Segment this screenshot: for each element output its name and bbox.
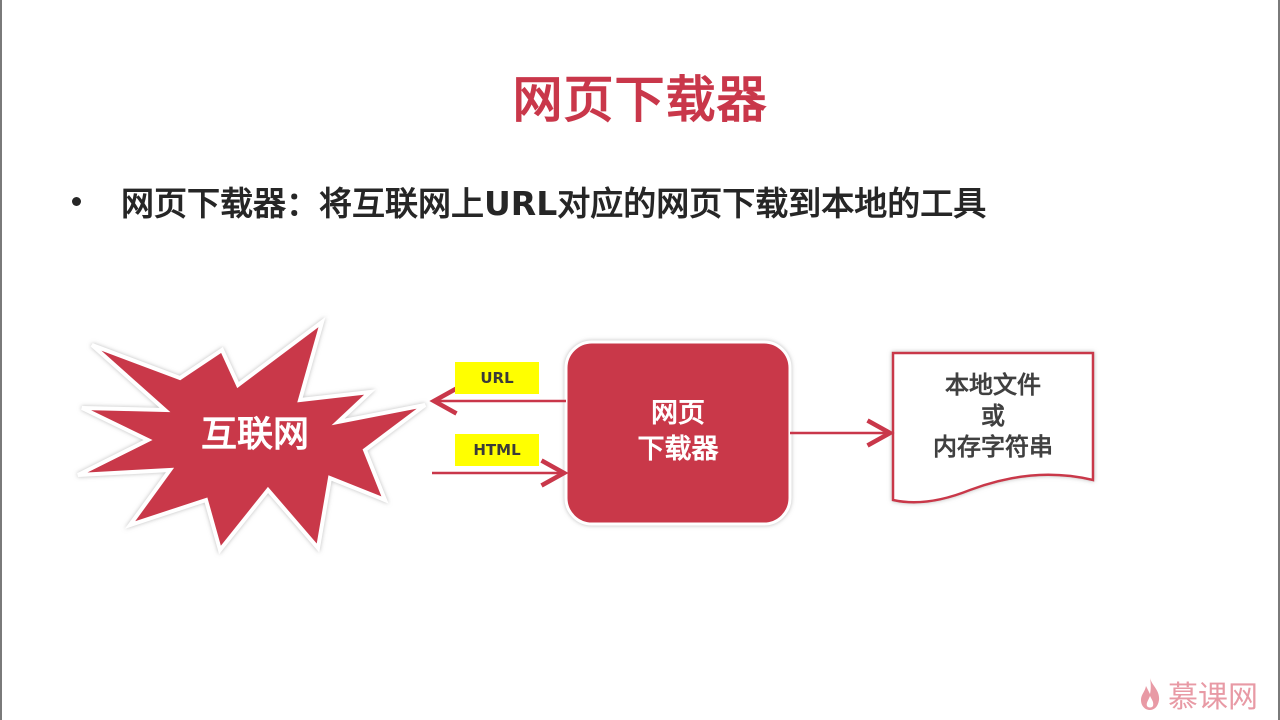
internet-label: 互联网 xyxy=(200,414,309,455)
html-tag: HTML xyxy=(455,434,539,466)
output-document-shape xyxy=(891,351,1095,504)
output-label-line1: 本地文件 xyxy=(945,371,1041,399)
bullet-dot-icon xyxy=(72,196,81,206)
flame-icon xyxy=(1141,678,1160,710)
bullet-text: 网页下载器：将互联网上URL对应的网页下载到本地的工具 xyxy=(121,184,987,223)
downloader-label-line1: 网页 xyxy=(651,398,705,429)
internet-burst-shape xyxy=(77,316,427,555)
bullet-item: 网页下载器：将互联网上URL对应的网页下载到本地的工具 xyxy=(72,176,986,226)
slide-title: 网页下载器 xyxy=(512,71,768,129)
slide-right-border xyxy=(1278,0,1280,720)
output-label-line3: 内存字符串 xyxy=(933,433,1053,461)
watermark-text: 慕课网 xyxy=(1168,680,1258,715)
url-tag: URL xyxy=(455,362,539,394)
slide-left-border xyxy=(0,0,2,720)
downloader-label: 网页 下载器 xyxy=(566,396,790,468)
downloader-label-line2: 下载器 xyxy=(637,434,719,465)
watermark-logo: 慕课网 xyxy=(1138,672,1258,716)
output-label: 本地文件 或 内存字符串 xyxy=(893,370,1093,463)
output-label-line2: 或 xyxy=(981,402,1005,430)
